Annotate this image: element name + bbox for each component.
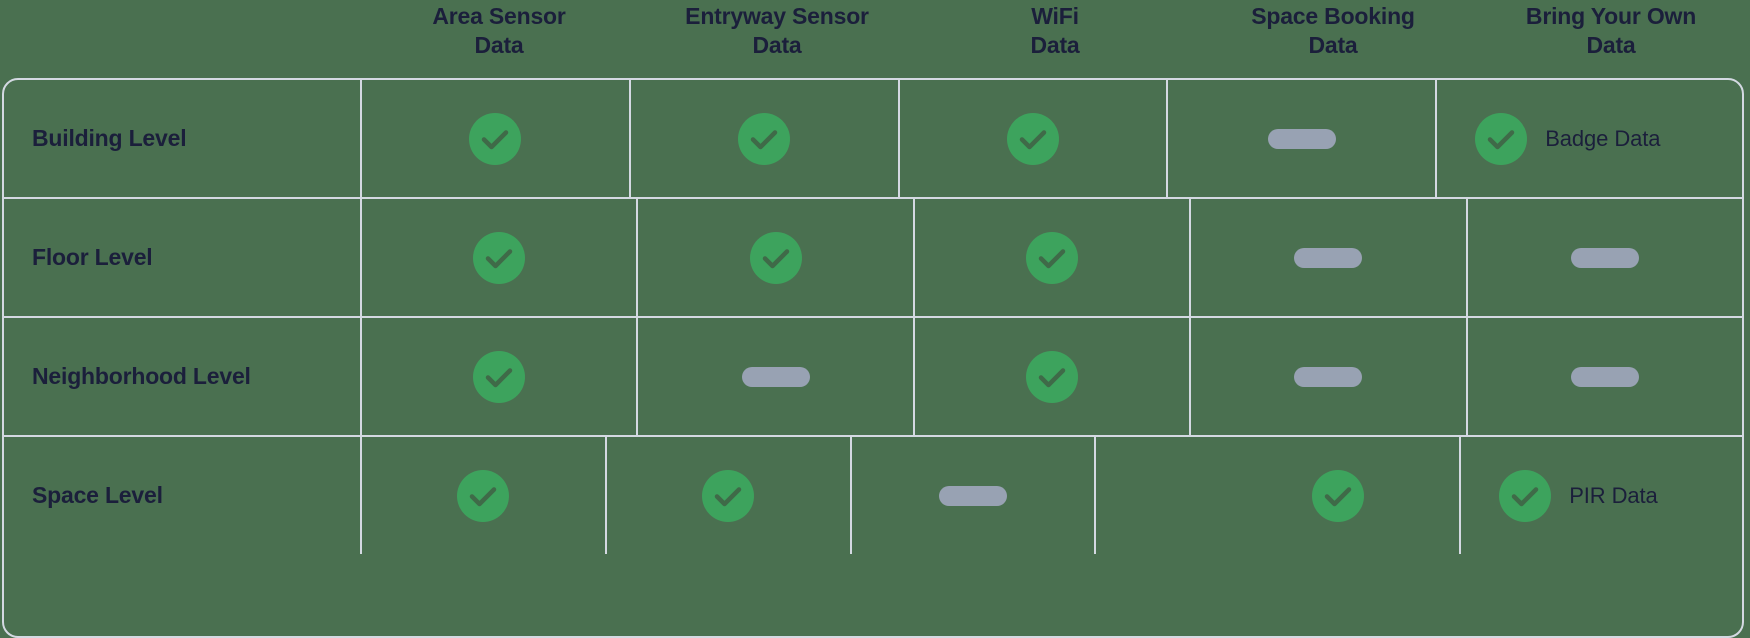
cell-building-level-space-booking-data xyxy=(1168,80,1438,197)
table-row: Space Level PIR Data xyxy=(4,437,1742,554)
cell-neighborhood-level-wifi-data xyxy=(915,318,1192,435)
cell-neighborhood-level-bring-your-own-data xyxy=(1468,318,1742,435)
cell-space-level-wifi-data xyxy=(852,437,1097,554)
cell-building-level-entryway-sensor-data xyxy=(631,80,900,197)
check-icon xyxy=(1026,350,1079,403)
cell-building-level-bring-your-own-data: Badge Data xyxy=(1437,80,1742,197)
check-icon xyxy=(457,469,510,522)
cell-note-label: Badge Data xyxy=(1545,125,1661,151)
check-icon xyxy=(469,112,522,165)
cell-space-level-bring-your-own-data: PIR Data xyxy=(1461,437,1742,554)
check-icon xyxy=(1026,231,1079,284)
check-icon xyxy=(473,231,526,284)
cell-neighborhood-level-space-booking-data xyxy=(1191,318,1468,435)
cell-space-level-area-sensor-data xyxy=(362,437,607,554)
row-label: Floor Level xyxy=(32,244,153,270)
table-row: Floor Level xyxy=(4,199,1742,318)
dash-icon xyxy=(938,485,1007,506)
row-label: Space Level xyxy=(32,482,163,508)
table-row: Neighborhood Level xyxy=(4,318,1742,437)
check-icon xyxy=(473,350,526,403)
header-corner-spacer xyxy=(0,0,360,78)
row-label: Building Level xyxy=(32,125,187,151)
row-label: Neighborhood Level xyxy=(32,363,251,389)
dash-icon xyxy=(1570,247,1639,268)
cell-floor-level-bring-your-own-data xyxy=(1468,199,1742,316)
dash-icon xyxy=(741,366,810,387)
cell-note-label: PIR Data xyxy=(1569,482,1658,508)
cell-building-level-wifi-data xyxy=(900,80,1169,197)
dash-icon xyxy=(1294,247,1363,268)
cell-floor-level-entryway-sensor-data xyxy=(638,199,915,316)
dash-icon xyxy=(1294,366,1363,387)
cell-neighborhood-level-area-sensor-data xyxy=(362,318,639,435)
cell-floor-level-wifi-data xyxy=(915,199,1192,316)
cell-floor-level-space-booking-data xyxy=(1191,199,1468,316)
row-header-space-level: Space Level xyxy=(4,437,362,554)
row-header-building-level: Building Level xyxy=(4,80,362,197)
row-header-floor-level: Floor Level xyxy=(4,199,362,316)
check-icon xyxy=(749,231,802,284)
check-icon xyxy=(738,112,791,165)
table-row: Building Level Badge Data xyxy=(4,80,1742,199)
cell-space-level-entryway-sensor-data xyxy=(607,437,852,554)
check-icon xyxy=(1475,112,1528,165)
cell-building-level-area-sensor-data xyxy=(362,80,631,197)
row-header-neighborhood-level: Neighborhood Level xyxy=(4,318,362,435)
dash-icon xyxy=(1267,128,1336,149)
cell-neighborhood-level-entryway-sensor-data xyxy=(638,318,915,435)
check-icon xyxy=(702,469,755,522)
dash-icon xyxy=(1570,366,1639,387)
cell-space-level-space-booking-data xyxy=(1096,437,1462,554)
check-icon xyxy=(1499,469,1552,522)
cell-floor-level-area-sensor-data xyxy=(362,199,639,316)
matrix-table: Building Level Badge Data Floor Level xyxy=(2,78,1744,638)
check-icon xyxy=(1311,469,1364,522)
check-icon xyxy=(1006,112,1059,165)
